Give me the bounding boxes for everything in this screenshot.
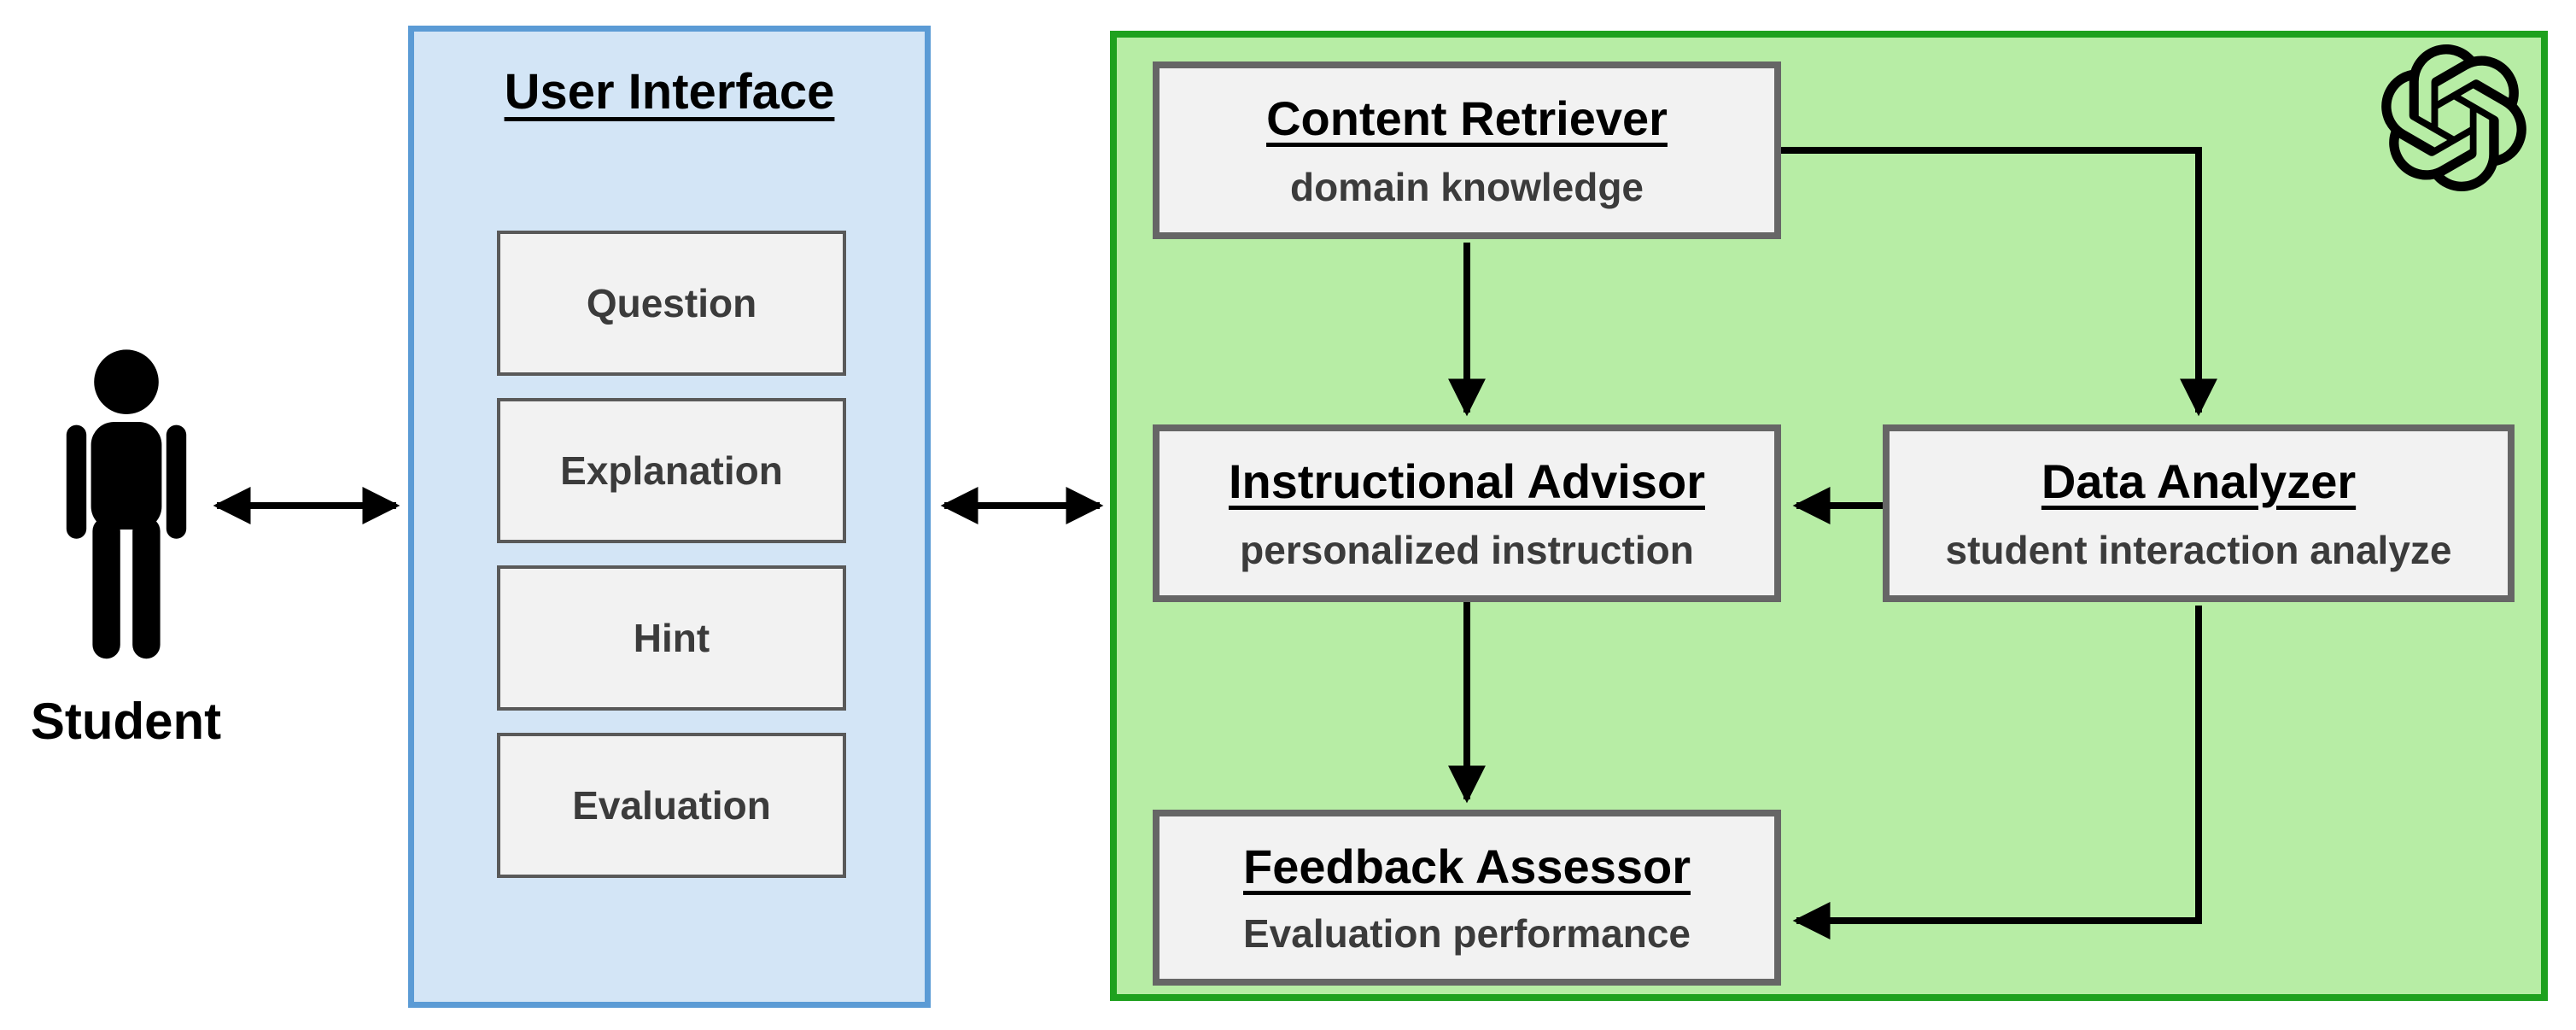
ui-box-hint: Hint — [497, 565, 846, 711]
student-person-icon — [66, 349, 187, 659]
node-instructional-advisor-subtitle: personalized instruction — [1240, 527, 1694, 572]
node-data-analyzer-title: Data Analyzer — [2041, 454, 2357, 509]
node-content-retriever: Content Retriever domain knowledge — [1153, 61, 1781, 239]
node-instructional-advisor: Instructional Advisor personalized instr… — [1153, 424, 1781, 602]
ui-box-explanation: Explanation — [497, 398, 846, 543]
node-content-retriever-title: Content Retriever — [1266, 91, 1668, 146]
ui-box-evaluation: Evaluation — [497, 733, 846, 878]
node-feedback-assessor: Feedback Assessor Evaluation performance — [1153, 810, 1781, 986]
openai-logo-icon — [2381, 44, 2526, 191]
node-feedback-assessor-title: Feedback Assessor — [1243, 839, 1691, 893]
node-data-analyzer-subtitle: student interaction analyze — [1945, 527, 2452, 572]
node-data-analyzer: Data Analyzer student interaction analyz… — [1883, 424, 2515, 602]
student-label: Student — [30, 693, 222, 750]
node-feedback-assessor-subtitle: Evaluation performance — [1242, 911, 1691, 957]
node-instructional-advisor-title: Instructional Advisor — [1228, 454, 1705, 509]
ui-box-question: Question — [497, 231, 846, 376]
node-content-retriever-subtitle: domain knowledge — [1289, 164, 1644, 209]
user-interface-title: User Interface — [504, 64, 835, 120]
